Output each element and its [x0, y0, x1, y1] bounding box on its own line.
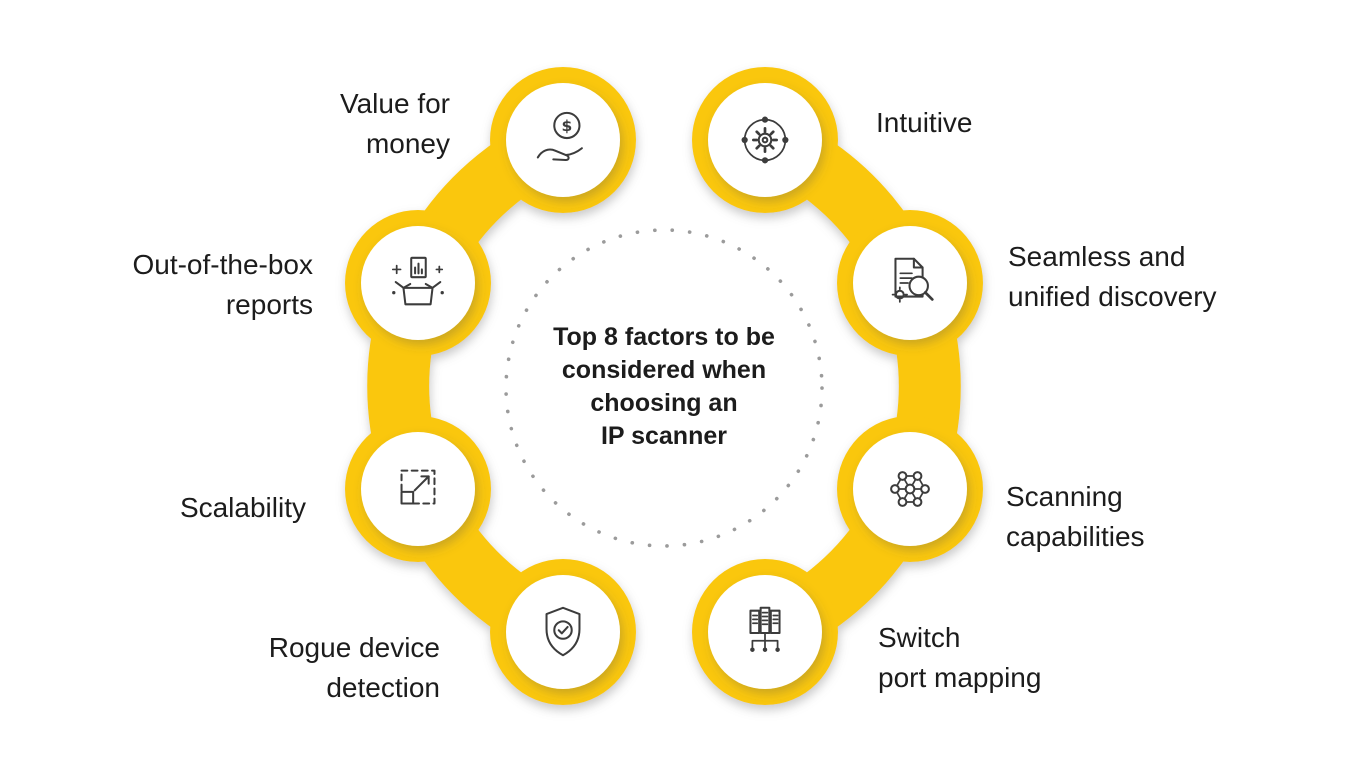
node-circle	[708, 83, 822, 197]
node-scanning-capabilities	[853, 432, 967, 546]
expand-dashed-square-icon	[400, 469, 436, 505]
node-scalability	[361, 432, 475, 546]
network-mesh-icon	[890, 471, 930, 507]
label-rogue-device-detection: Rogue device detection	[268, 632, 440, 703]
node-switch-port-mapping	[708, 575, 822, 689]
label-scalability: Scalability	[179, 492, 306, 523]
shield-check-icon	[545, 606, 581, 657]
open-box-report-icon	[391, 256, 444, 306]
gear-orbit-icon	[741, 116, 789, 164]
node-intuitive	[708, 83, 822, 197]
label-switch-port-mapping: Switch port mapping	[878, 622, 1042, 693]
dollar-symbol: $	[561, 117, 572, 135]
node-seamless-unified-discovery	[853, 226, 967, 340]
label-intuitive: Intuitive	[876, 107, 973, 138]
right-chain-band	[753, 111, 961, 661]
hand-coin-icon: $	[536, 111, 583, 161]
node-rogue-device-detection	[506, 575, 620, 689]
label-value-for-money: Value for money	[340, 88, 450, 159]
dotted-circle	[504, 228, 824, 548]
label-scanning-capabilities: Scanning capabilities	[1006, 481, 1145, 552]
node-circle	[506, 83, 620, 197]
left-chain-band	[367, 111, 575, 661]
label-seamless-unified-discovery: Seamless and unified discovery	[1008, 241, 1217, 312]
document-magnifier-icon	[891, 257, 934, 303]
label-out-of-the-box-reports: Out-of-the-box reports	[132, 249, 313, 320]
center-title: Top 8 factors to be considered when choo…	[553, 323, 775, 450]
node-value-for-money: $	[506, 83, 620, 197]
node-circle	[361, 226, 475, 340]
node-circles	[361, 83, 967, 689]
rack-port-map-icon	[749, 606, 781, 652]
node-out-of-the-box-reports	[361, 226, 475, 340]
node-circle	[361, 432, 475, 546]
